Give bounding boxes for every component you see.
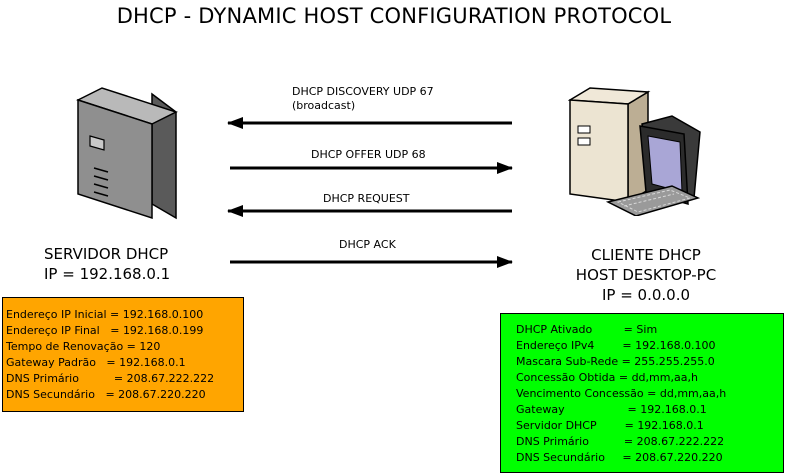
config-value: 120 [139, 340, 161, 353]
message-offer: DHCP OFFER UDP 68 [311, 148, 426, 162]
message-label: DHCP DISCOVERY UDP 67 [292, 85, 434, 98]
config-row: DNS Secundário = 208.67.220.220 [6, 387, 243, 403]
diagram-title: DHCP - DYNAMIC HOST CONFIGURATION PROTOC… [116, 4, 672, 28]
server-config-box: Endereço IP Inicial = 192.168.0.100 Ende… [2, 297, 244, 412]
config-row: Gateway Padrão = 192.168.0.1 [6, 355, 243, 371]
config-key: DNS Secundário = [6, 388, 119, 401]
client-ip: IP = 0.0.0.0 [601, 286, 691, 304]
config-value: 255.255.255.0 [634, 355, 715, 368]
config-row: Mascara Sub-Rede = 255.255.255.0 [516, 354, 783, 370]
config-key: DHCP Ativado = [516, 323, 637, 336]
config-row: DNS Primário = 208.67.222.222 [6, 371, 243, 387]
config-value: 192.168.0.1 [119, 356, 186, 369]
config-value: Sim [636, 323, 658, 336]
client-host: HOST DESKTOP-PC [575, 266, 717, 284]
config-value: 192.168.0.1 [640, 403, 707, 416]
config-value: dd,mm,aa,h [631, 371, 698, 384]
config-key: DNS Secundário = [516, 451, 636, 464]
message-label: DHCP OFFER UDP 68 [311, 148, 426, 161]
config-value: 208.67.222.222 [126, 372, 215, 385]
config-key: Concessão Obtida = [516, 371, 632, 384]
desktop-pc-icon [568, 87, 701, 216]
config-value: 208.67.220.220 [635, 451, 723, 464]
config-value: 192.168.0.100 [122, 308, 204, 321]
message-request: DHCP REQUEST [323, 192, 410, 206]
config-key: Gateway Padrão = [6, 356, 120, 369]
config-key: Servidor DHCP = [516, 419, 638, 432]
config-row: Servidor DHCP = 192.168.0.1 [516, 418, 783, 434]
config-row: Endereço IPv4 = 192.168.0.100 [516, 338, 783, 354]
message-ack: DHCP ACK [339, 238, 396, 252]
config-key: DNS Primário = [6, 372, 127, 385]
config-row: Endereço IP Inicial = 192.168.0.100 [6, 307, 243, 323]
config-row: DNS Primário = 208.67.222.222 [516, 434, 783, 450]
config-row: Vencimento Concessão = dd,mm,aa,h [516, 386, 783, 402]
config-row: Endereço IP Final = 192.168.0.199 [6, 323, 243, 339]
config-key: Endereço IP Inicial = [6, 308, 123, 321]
config-value: 208.67.222.222 [636, 435, 725, 448]
message-label: DHCP ACK [339, 238, 396, 251]
server-name: SERVIDOR DHCP [44, 245, 169, 263]
config-row: Tempo de Renovação = 120 [6, 339, 243, 355]
server-label: SERVIDOR DHCP IP = 192.168.0.1 [44, 244, 208, 284]
client-config-box: DHCP Ativado = Sim Endereço IPv4 = 192.1… [500, 313, 784, 473]
config-key: Mascara Sub-Rede = [516, 355, 635, 368]
config-key: Vencimento Concessão = [516, 387, 660, 400]
config-row: DNS Secundário = 208.67.220.220 [516, 450, 783, 466]
server-ip: IP = 192.168.0.1 [44, 265, 171, 283]
config-value: 192.168.0.199 [122, 324, 204, 337]
config-row: Concessão Obtida = dd,mm,aa,h [516, 370, 783, 386]
config-value: 208.67.220.220 [118, 388, 206, 401]
config-value: dd,mm,aa,h [659, 387, 727, 400]
config-key: Endereço IPv4 = [516, 339, 636, 352]
config-key: DNS Primário = [516, 435, 637, 448]
server-tower-icon [76, 87, 178, 220]
message-sublabel: (broadcast) [292, 99, 356, 112]
config-value: 192.168.0.100 [635, 339, 716, 352]
config-key: Gateway = [516, 403, 641, 416]
config-row: DHCP Ativado = Sim [516, 322, 783, 338]
config-key: Endereço IP Final = [6, 324, 123, 337]
client-name: CLIENTE DHCP [591, 246, 701, 264]
message-label: DHCP REQUEST [323, 192, 410, 205]
config-key: Tempo de Renovação = [6, 340, 140, 353]
config-row: Gateway = 192.168.0.1 [516, 402, 783, 418]
client-label: CLIENTE DHCP HOST DESKTOP-PC IP = 0.0.0.… [556, 245, 736, 305]
config-value: 192.168.0.1 [637, 419, 704, 432]
message-discovery: DHCP DISCOVERY UDP 67 (broadcast) [292, 85, 434, 113]
